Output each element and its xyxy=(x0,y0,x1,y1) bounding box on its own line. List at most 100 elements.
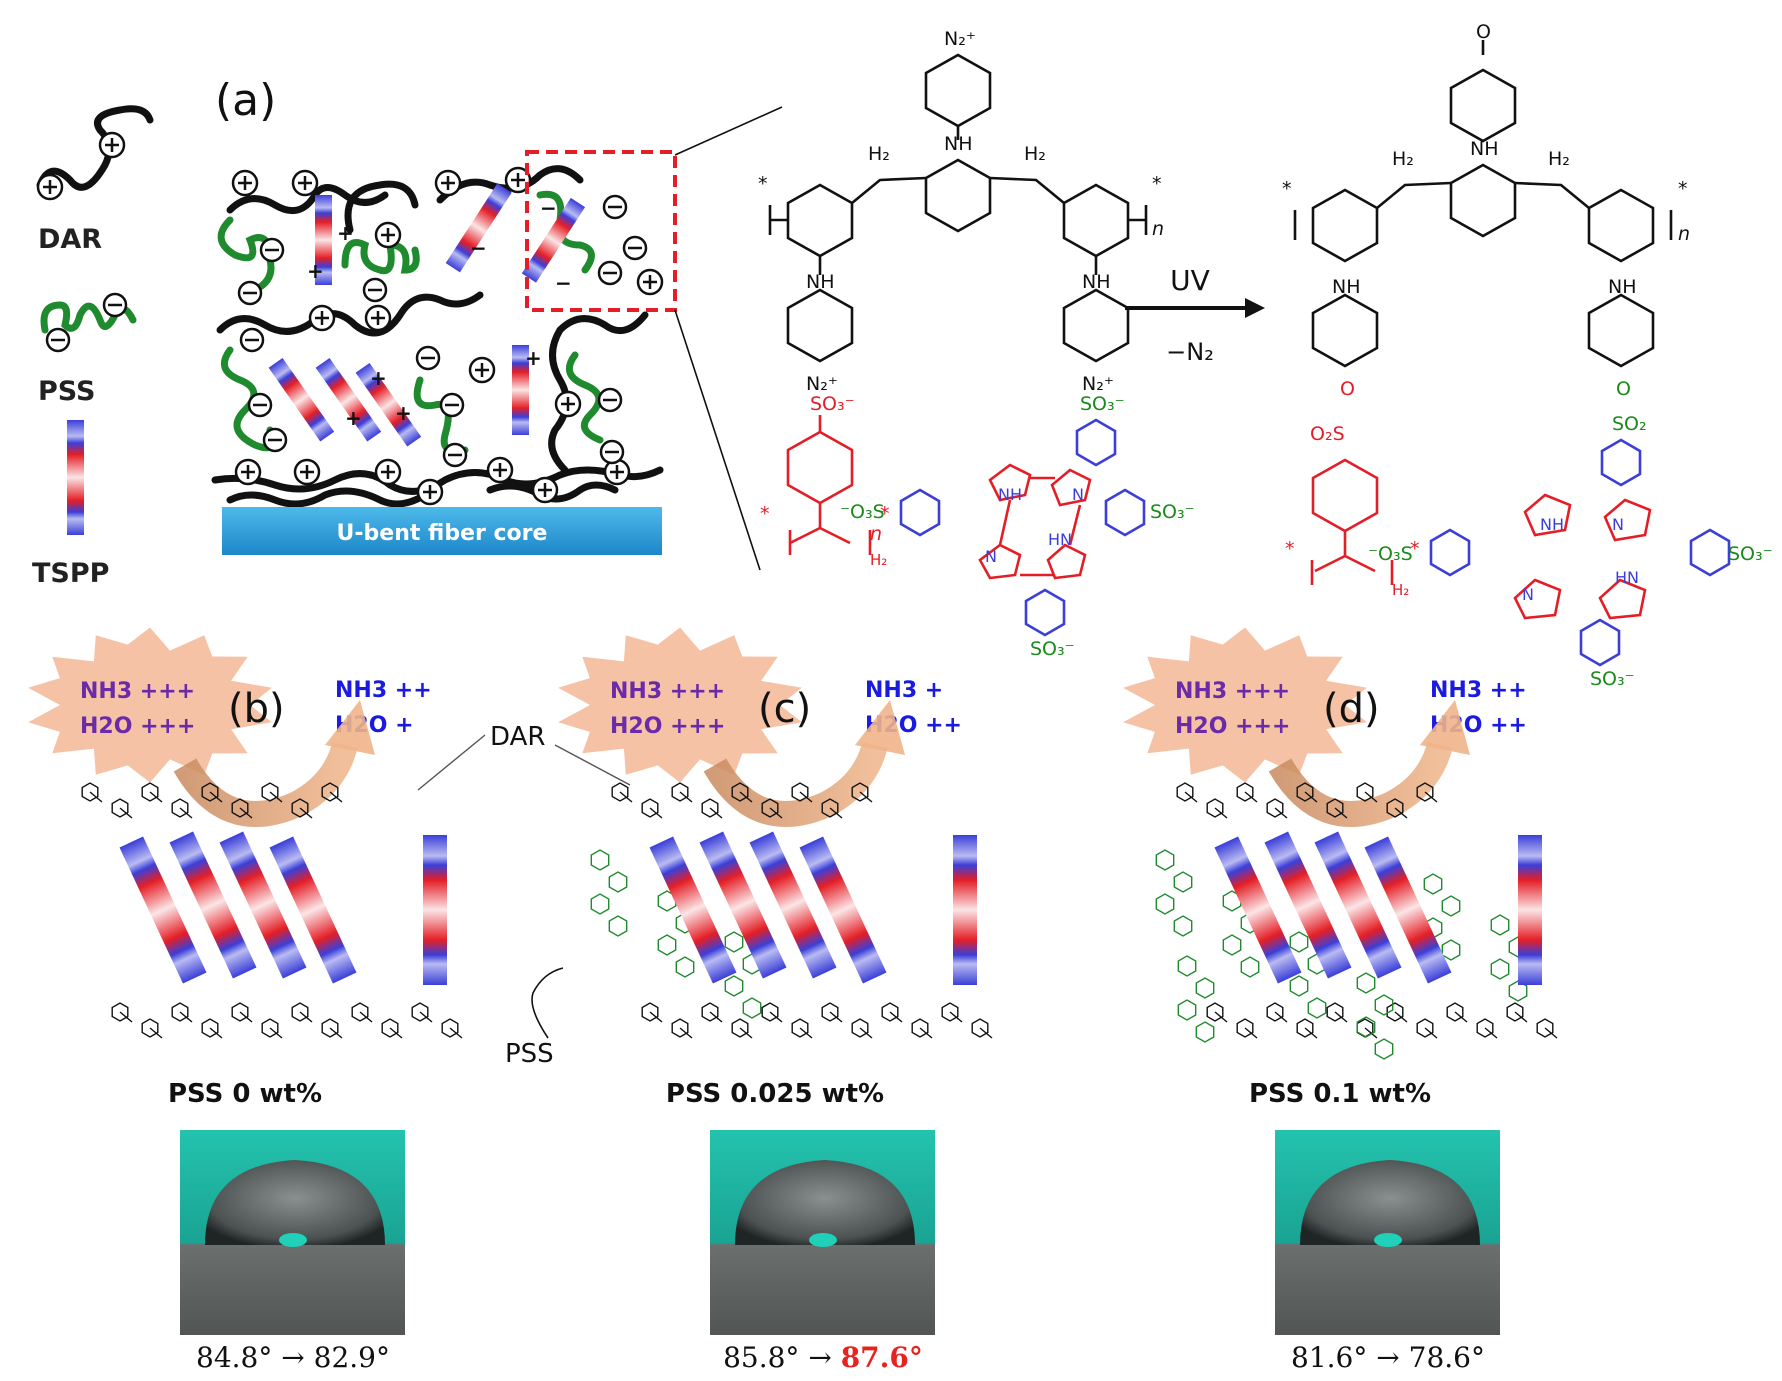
u-bent-fiber-core xyxy=(222,507,662,555)
tspp-rod xyxy=(953,835,977,985)
contact-angle-photo xyxy=(710,1130,935,1335)
positive-charge xyxy=(434,169,462,197)
svg-text:NH: NH xyxy=(806,271,835,293)
legend: DAR PSS TSPP xyxy=(32,105,154,589)
pss-hexagon-chains xyxy=(1155,849,1528,1060)
left-structure-labels: N₂⁺ NH H₂ H₂ * * n NH NH N₂⁺ N₂⁺ SO₃⁻ * … xyxy=(758,28,1195,660)
svg-text:N: N xyxy=(1072,485,1084,504)
zoom-line-top xyxy=(674,106,783,156)
panel-a-tspp-rods xyxy=(268,183,586,447)
svg-text:−: − xyxy=(555,271,572,295)
positive-charge xyxy=(554,390,582,418)
legend-tspp-label: TSPP xyxy=(32,558,109,589)
gas-burst xyxy=(28,627,272,783)
panel-a-charges xyxy=(231,166,664,506)
dar-chains xyxy=(211,165,664,508)
legend-tspp-rod xyxy=(67,420,84,535)
burst-nh3-label: NH3 +++ xyxy=(1175,679,1290,704)
svg-text:⁻O₃S: ⁻O₃S xyxy=(840,501,885,523)
negative-charge xyxy=(442,442,468,468)
svg-text:n: n xyxy=(870,523,882,545)
tspp-rods xyxy=(119,831,447,985)
negative-charge xyxy=(597,387,623,413)
svg-text:SO₃⁻: SO₃⁻ xyxy=(1080,393,1125,415)
water-droplet xyxy=(205,1160,385,1245)
svg-text:NH: NH xyxy=(1470,138,1499,160)
dar-structure-left xyxy=(768,53,1148,637)
angle-before: 81.6° xyxy=(1291,1341,1376,1374)
svg-text:HN: HN xyxy=(1048,530,1072,549)
positive-charge xyxy=(531,476,559,504)
svg-text:N₂⁺: N₂⁺ xyxy=(1082,373,1114,395)
angle-before: 85.8° xyxy=(723,1341,808,1374)
svg-text:NH: NH xyxy=(944,133,973,155)
svg-text:+: + xyxy=(345,406,362,430)
tspp-rod xyxy=(649,836,737,984)
svg-text:*: * xyxy=(758,173,768,195)
out-nh3-label: NH3 ++ xyxy=(1430,678,1527,703)
svg-text:*: * xyxy=(1410,538,1420,560)
svg-text:SO₂: SO₂ xyxy=(1612,413,1647,435)
svg-text:−: − xyxy=(540,196,557,220)
legend-plus-charge-2 xyxy=(36,173,64,201)
legend-pss-label: PSS xyxy=(38,376,95,407)
positive-charge xyxy=(468,356,496,384)
dar-callout: DAR xyxy=(490,722,545,752)
svg-text:H₂: H₂ xyxy=(1548,148,1570,170)
dar-callout-line-left xyxy=(417,734,486,791)
negative-charge xyxy=(439,392,465,418)
angle-arrow: → xyxy=(808,1341,840,1374)
burst-h2o-label: H2O +++ xyxy=(610,714,725,739)
gas-burst xyxy=(1123,627,1367,783)
tspp-rod xyxy=(799,836,887,984)
panel-label: (d) xyxy=(1323,686,1380,732)
angle-arrow: → xyxy=(281,1341,313,1374)
svg-text:*: * xyxy=(880,503,890,525)
tspp-rod xyxy=(1518,835,1542,985)
water-droplet xyxy=(1300,1160,1480,1245)
pss-callout: PSS xyxy=(505,1039,554,1069)
svg-text:+: + xyxy=(525,346,542,370)
svg-text:+: + xyxy=(337,221,354,245)
tspp-rod xyxy=(749,831,837,979)
gas-flow-arrow xyxy=(1268,741,1453,827)
panel-b: NH3 +++H2O +++(b)NH3 ++H2O +PSS 0 wt%84.… xyxy=(28,627,463,1374)
positive-charge xyxy=(231,169,259,197)
reaction-scheme: N₂⁺ NH H₂ H₂ * * n NH NH N₂⁺ N₂⁺ SO₃⁻ * … xyxy=(758,21,1773,690)
positive-charge xyxy=(234,458,262,486)
contact-angle-photo xyxy=(180,1130,405,1335)
panel-a: (a) xyxy=(211,75,783,571)
tspp-rods xyxy=(1214,831,1542,985)
panel-a-label: (a) xyxy=(215,75,276,126)
svg-text:N: N xyxy=(1612,515,1624,534)
angle-arrow: → xyxy=(1376,1341,1408,1374)
svg-text:n: n xyxy=(1152,218,1164,240)
out-nh3-label: NH3 + xyxy=(865,678,943,703)
burst-h2o-label: H2O +++ xyxy=(1175,714,1290,739)
svg-text:SO₃⁻: SO₃⁻ xyxy=(1728,543,1773,565)
tspp-rod xyxy=(699,831,787,979)
dar-hexagon-chains xyxy=(81,782,463,1039)
panel-label: (c) xyxy=(758,686,811,732)
negative-charge xyxy=(602,194,628,220)
svg-text:SO₃⁻: SO₃⁻ xyxy=(1150,501,1195,523)
gas-flow-arrow xyxy=(173,741,358,827)
angle-after: 78.6° xyxy=(1409,1341,1485,1374)
dar-callout-line-right xyxy=(554,744,631,786)
tspp-rod xyxy=(1264,831,1352,979)
out-nh3-label: NH3 ++ xyxy=(335,678,432,703)
svg-text:O: O xyxy=(1340,378,1355,400)
pss-concentration-caption: PSS 0.1 wt% xyxy=(1249,1079,1431,1109)
svg-text:H₂: H₂ xyxy=(1024,143,1046,165)
tspp-rod xyxy=(1364,836,1452,984)
pss-concentration-caption: PSS 0 wt% xyxy=(168,1079,322,1109)
svg-text:H₂: H₂ xyxy=(1392,581,1409,599)
svg-text:NH: NH xyxy=(1082,271,1111,293)
water-droplet xyxy=(735,1160,915,1245)
svg-text:NH: NH xyxy=(1540,515,1564,534)
contact-angle-readout: 84.8° → 82.9° xyxy=(196,1341,390,1374)
tspp-rod xyxy=(219,831,307,979)
legend-minus-charge-2 xyxy=(45,327,71,353)
panel-a-rod-charges: + + + + + + − − − xyxy=(307,196,572,430)
svg-text:SO₃⁻: SO₃⁻ xyxy=(810,393,855,415)
